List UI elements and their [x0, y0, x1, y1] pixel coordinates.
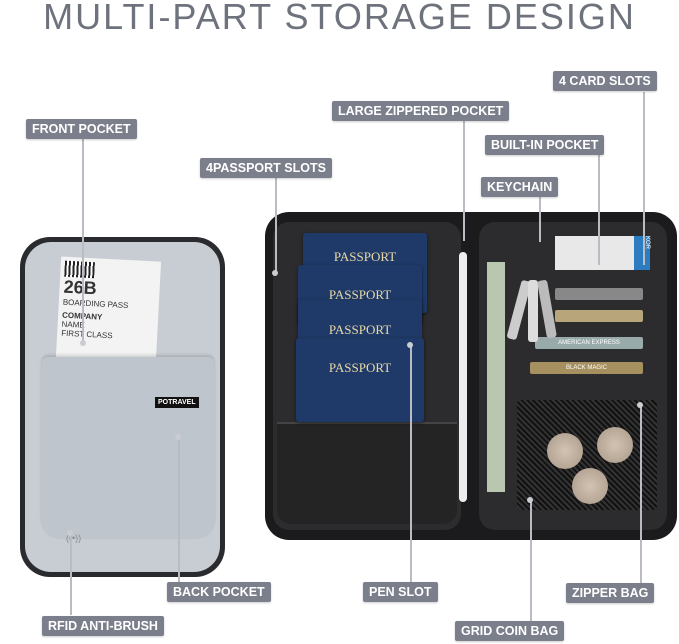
- label-pen-slot: PEN SLOT: [363, 582, 438, 602]
- label-passport-slots: 4PASSPORT SLOTS: [200, 158, 332, 178]
- card: [555, 310, 643, 322]
- brand-logo: POTRAVEL: [155, 397, 199, 408]
- built-in-pocket-card: KOR: [555, 236, 650, 270]
- label-large-zippered-pocket: LARGE ZIPPERED POCKET: [332, 101, 510, 121]
- card: BLACK MAGIC: [530, 362, 643, 374]
- rfid-icon: ((•)): [66, 533, 82, 543]
- label-built-in-pocket: BUILT-IN POCKET: [485, 135, 605, 155]
- card: [555, 288, 643, 300]
- coin: [597, 427, 633, 463]
- label-keychain: KEYCHAIN: [481, 177, 559, 197]
- label-front-pocket: FRONT POCKET: [26, 119, 137, 139]
- label-rfid: RFID ANTI-BRUSH: [42, 616, 164, 636]
- label-back-pocket: BACK POCKET: [167, 582, 271, 602]
- passport: PASSPORT: [296, 338, 424, 422]
- zippered-pocket: [277, 422, 457, 524]
- page-title: MULTI-PART STORAGE DESIGN: [43, 0, 636, 37]
- coin: [547, 433, 583, 469]
- card: AMERICAN EXPRESS: [535, 337, 643, 349]
- cash: [487, 262, 505, 492]
- wallet-back-view: 26B BOARDING PASS COMPANY NAME FIRST CLA…: [20, 237, 225, 577]
- coin: [572, 468, 608, 504]
- front-pocket: [42, 357, 214, 539]
- label-zipper-bag: ZIPPER BAG: [566, 583, 655, 603]
- keys-icon: [506, 270, 558, 346]
- label-grid-coin-bag: GRID COIN BAG: [455, 621, 565, 641]
- label-card-slots: 4 CARD SLOTS: [553, 71, 657, 91]
- pen: [459, 252, 467, 502]
